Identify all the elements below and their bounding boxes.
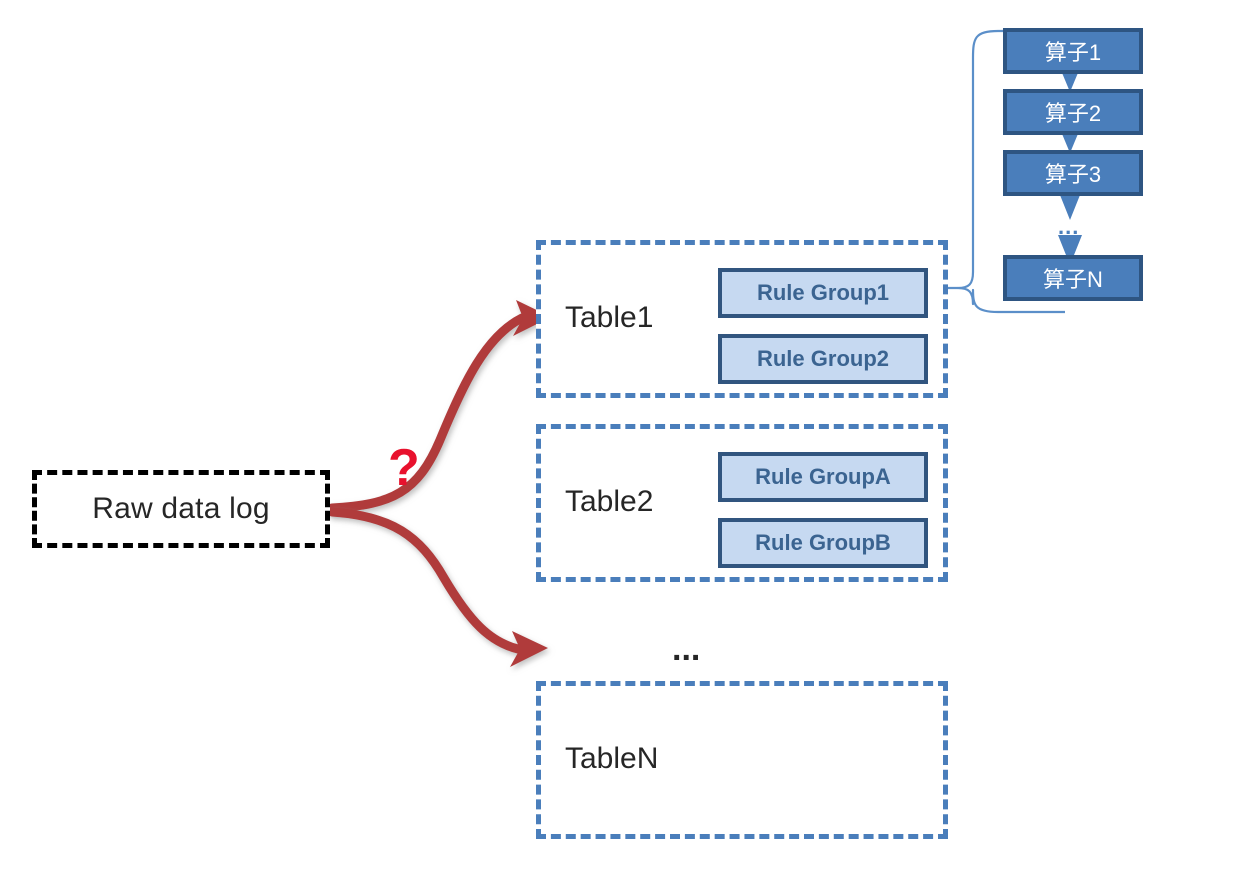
operator-box-1[interactable]: 算子1: [1003, 28, 1143, 74]
question-mark-annotation: ?: [388, 439, 420, 497]
table-label-table2: Table2: [565, 485, 654, 518]
arrow-to-table1: [327, 300, 551, 513]
rule-group-chip-rule-groupa[interactable]: Rule GroupA: [718, 452, 928, 502]
rule-group-chip-rule-group2[interactable]: Rule Group2: [718, 334, 928, 384]
table-label-tablen: TableN: [565, 742, 659, 775]
table-box-tablen[interactable]: TableN: [536, 681, 948, 839]
operator-box-2[interactable]: 算子2: [1003, 89, 1143, 135]
rule-group-chip-rule-groupb[interactable]: Rule GroupB: [718, 518, 928, 568]
table-box-table1[interactable]: Table1 Rule Group1 Rule Group2: [536, 240, 948, 398]
operator-box-n[interactable]: 算子N: [1003, 255, 1143, 301]
rule-group-chip-rule-group1[interactable]: Rule Group1: [718, 268, 928, 318]
raw-data-log-label: Raw data log: [92, 492, 270, 525]
table-label-table1: Table1: [565, 301, 654, 334]
raw-data-log-box[interactable]: Raw data log: [32, 470, 330, 548]
arrow-to-tablen: [327, 507, 548, 667]
operator-box-3[interactable]: 算子3: [1003, 150, 1143, 196]
operator-chain-ellipsis: ...: [1058, 214, 1080, 239]
tables-ellipsis: ...: [672, 630, 701, 668]
table-box-table2[interactable]: Table2 Rule GroupA Rule GroupB: [536, 424, 948, 582]
